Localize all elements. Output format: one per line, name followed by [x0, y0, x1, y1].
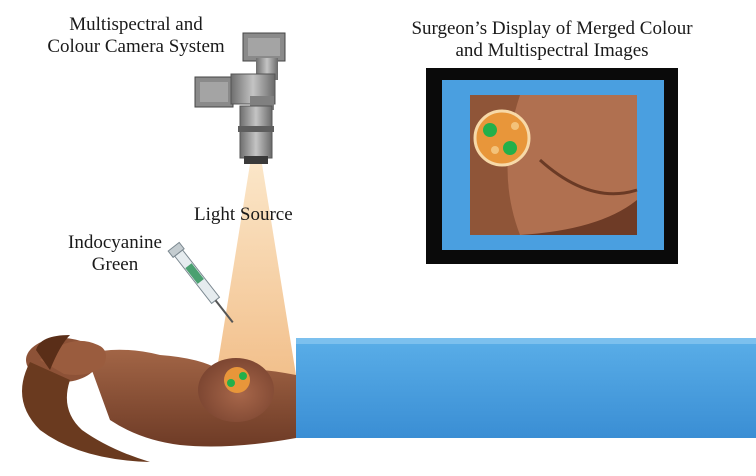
camera-label-line1: Multispectral and: [16, 14, 256, 36]
surgical-drape: [296, 338, 756, 438]
camera-label-line2: Colour Camera System: [16, 36, 256, 58]
drape-edge: [296, 338, 756, 344]
light-source-label: Light Source: [194, 204, 293, 226]
display-label-line2: and Multispectral Images: [362, 40, 742, 62]
icg-label: Indocyanine Green: [50, 232, 180, 276]
display-label: Surgeon’s Display of Merged Colour and M…: [362, 18, 742, 62]
camera-label: Multispectral and Colour Camera System: [16, 14, 256, 58]
icg-label-line2: Green: [50, 254, 180, 276]
display-label-line1: Surgeon’s Display of Merged Colour: [362, 18, 742, 40]
monitor-icon: [426, 68, 678, 264]
icg-label-line1: Indocyanine: [50, 232, 180, 254]
light-beam: [216, 164, 296, 375]
